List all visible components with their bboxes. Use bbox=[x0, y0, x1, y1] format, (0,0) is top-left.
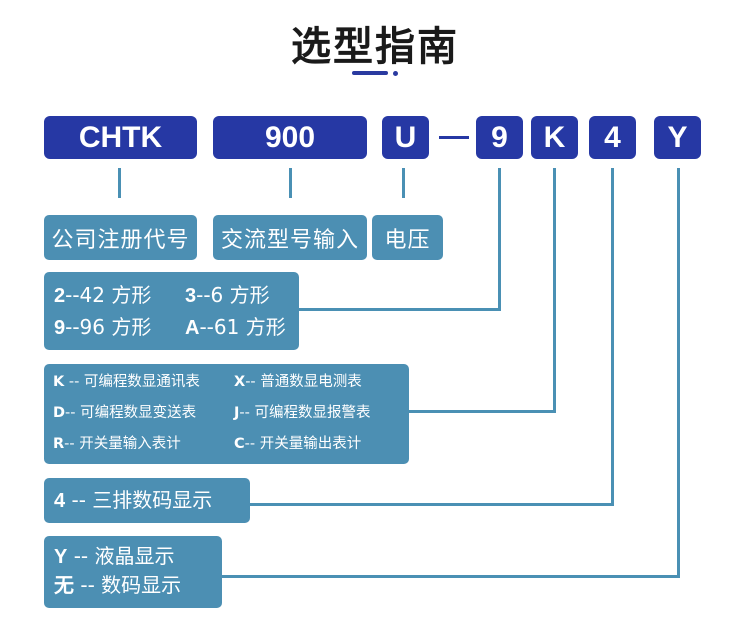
display-type-option: Y -- 液晶显示 bbox=[54, 544, 175, 568]
connector-display-type-vertical bbox=[677, 168, 680, 578]
label-ac-model: 交流型号输入 bbox=[213, 215, 367, 260]
display-type-option: 无 -- 数码显示 bbox=[54, 573, 182, 597]
connector-ac-model bbox=[289, 168, 292, 198]
connector-display-rows-horizontal bbox=[250, 503, 614, 506]
display-rows-option: 4 -- 三排数码显示 bbox=[54, 488, 213, 512]
display-type-box: Y -- 液晶显示 无 -- 数码显示 bbox=[44, 536, 222, 608]
connector-series bbox=[118, 168, 121, 198]
code-display-type: Y bbox=[654, 116, 701, 159]
connector-function-vertical bbox=[553, 168, 556, 413]
code-ac-model: 900 bbox=[213, 116, 367, 159]
code-voltage: U bbox=[382, 116, 429, 159]
label-series: 公司注册代号 bbox=[44, 215, 197, 260]
display-rows-box: 4 -- 三排数码显示 bbox=[44, 478, 250, 523]
size-options-box: 2--42 方形 3--6 方形 9--96 方形 A--61 方形 bbox=[44, 272, 299, 350]
function-option: J-- 可编程数显报警表 bbox=[234, 405, 371, 421]
size-option: 3--6 方形 bbox=[185, 283, 270, 307]
page-title: 选型指南 bbox=[291, 24, 459, 70]
code-size: 9 bbox=[476, 116, 523, 159]
function-option: R-- 开关量输入表计 bbox=[53, 436, 181, 452]
function-option: C-- 开关量输出表计 bbox=[234, 436, 362, 452]
connector-display-type-horizontal bbox=[222, 575, 680, 578]
function-option: D-- 可编程数显变送表 bbox=[53, 405, 197, 421]
function-option: K -- 可编程数显通讯表 bbox=[53, 374, 200, 390]
size-option: 2--42 方形 bbox=[54, 283, 152, 307]
connector-size-vertical bbox=[498, 168, 501, 311]
connector-size-horizontal bbox=[299, 308, 501, 311]
label-voltage: 电压 bbox=[372, 215, 443, 260]
connector-display-rows-vertical bbox=[611, 168, 614, 506]
function-options-box: K -- 可编程数显通讯表 X-- 普通数显电测表 D-- 可编程数显变送表 J… bbox=[44, 364, 409, 464]
code-separator-dash bbox=[439, 136, 469, 139]
function-option: X-- 普通数显电测表 bbox=[234, 374, 362, 390]
code-function: K bbox=[531, 116, 578, 159]
connector-voltage bbox=[402, 168, 405, 198]
title-underline bbox=[352, 71, 388, 75]
code-display-rows: 4 bbox=[589, 116, 636, 159]
size-option: 9--96 方形 bbox=[54, 315, 152, 339]
connector-function-horizontal bbox=[409, 410, 556, 413]
code-series: CHTK bbox=[44, 116, 197, 159]
size-option: A--61 方形 bbox=[185, 315, 286, 339]
title-dot bbox=[393, 71, 398, 76]
